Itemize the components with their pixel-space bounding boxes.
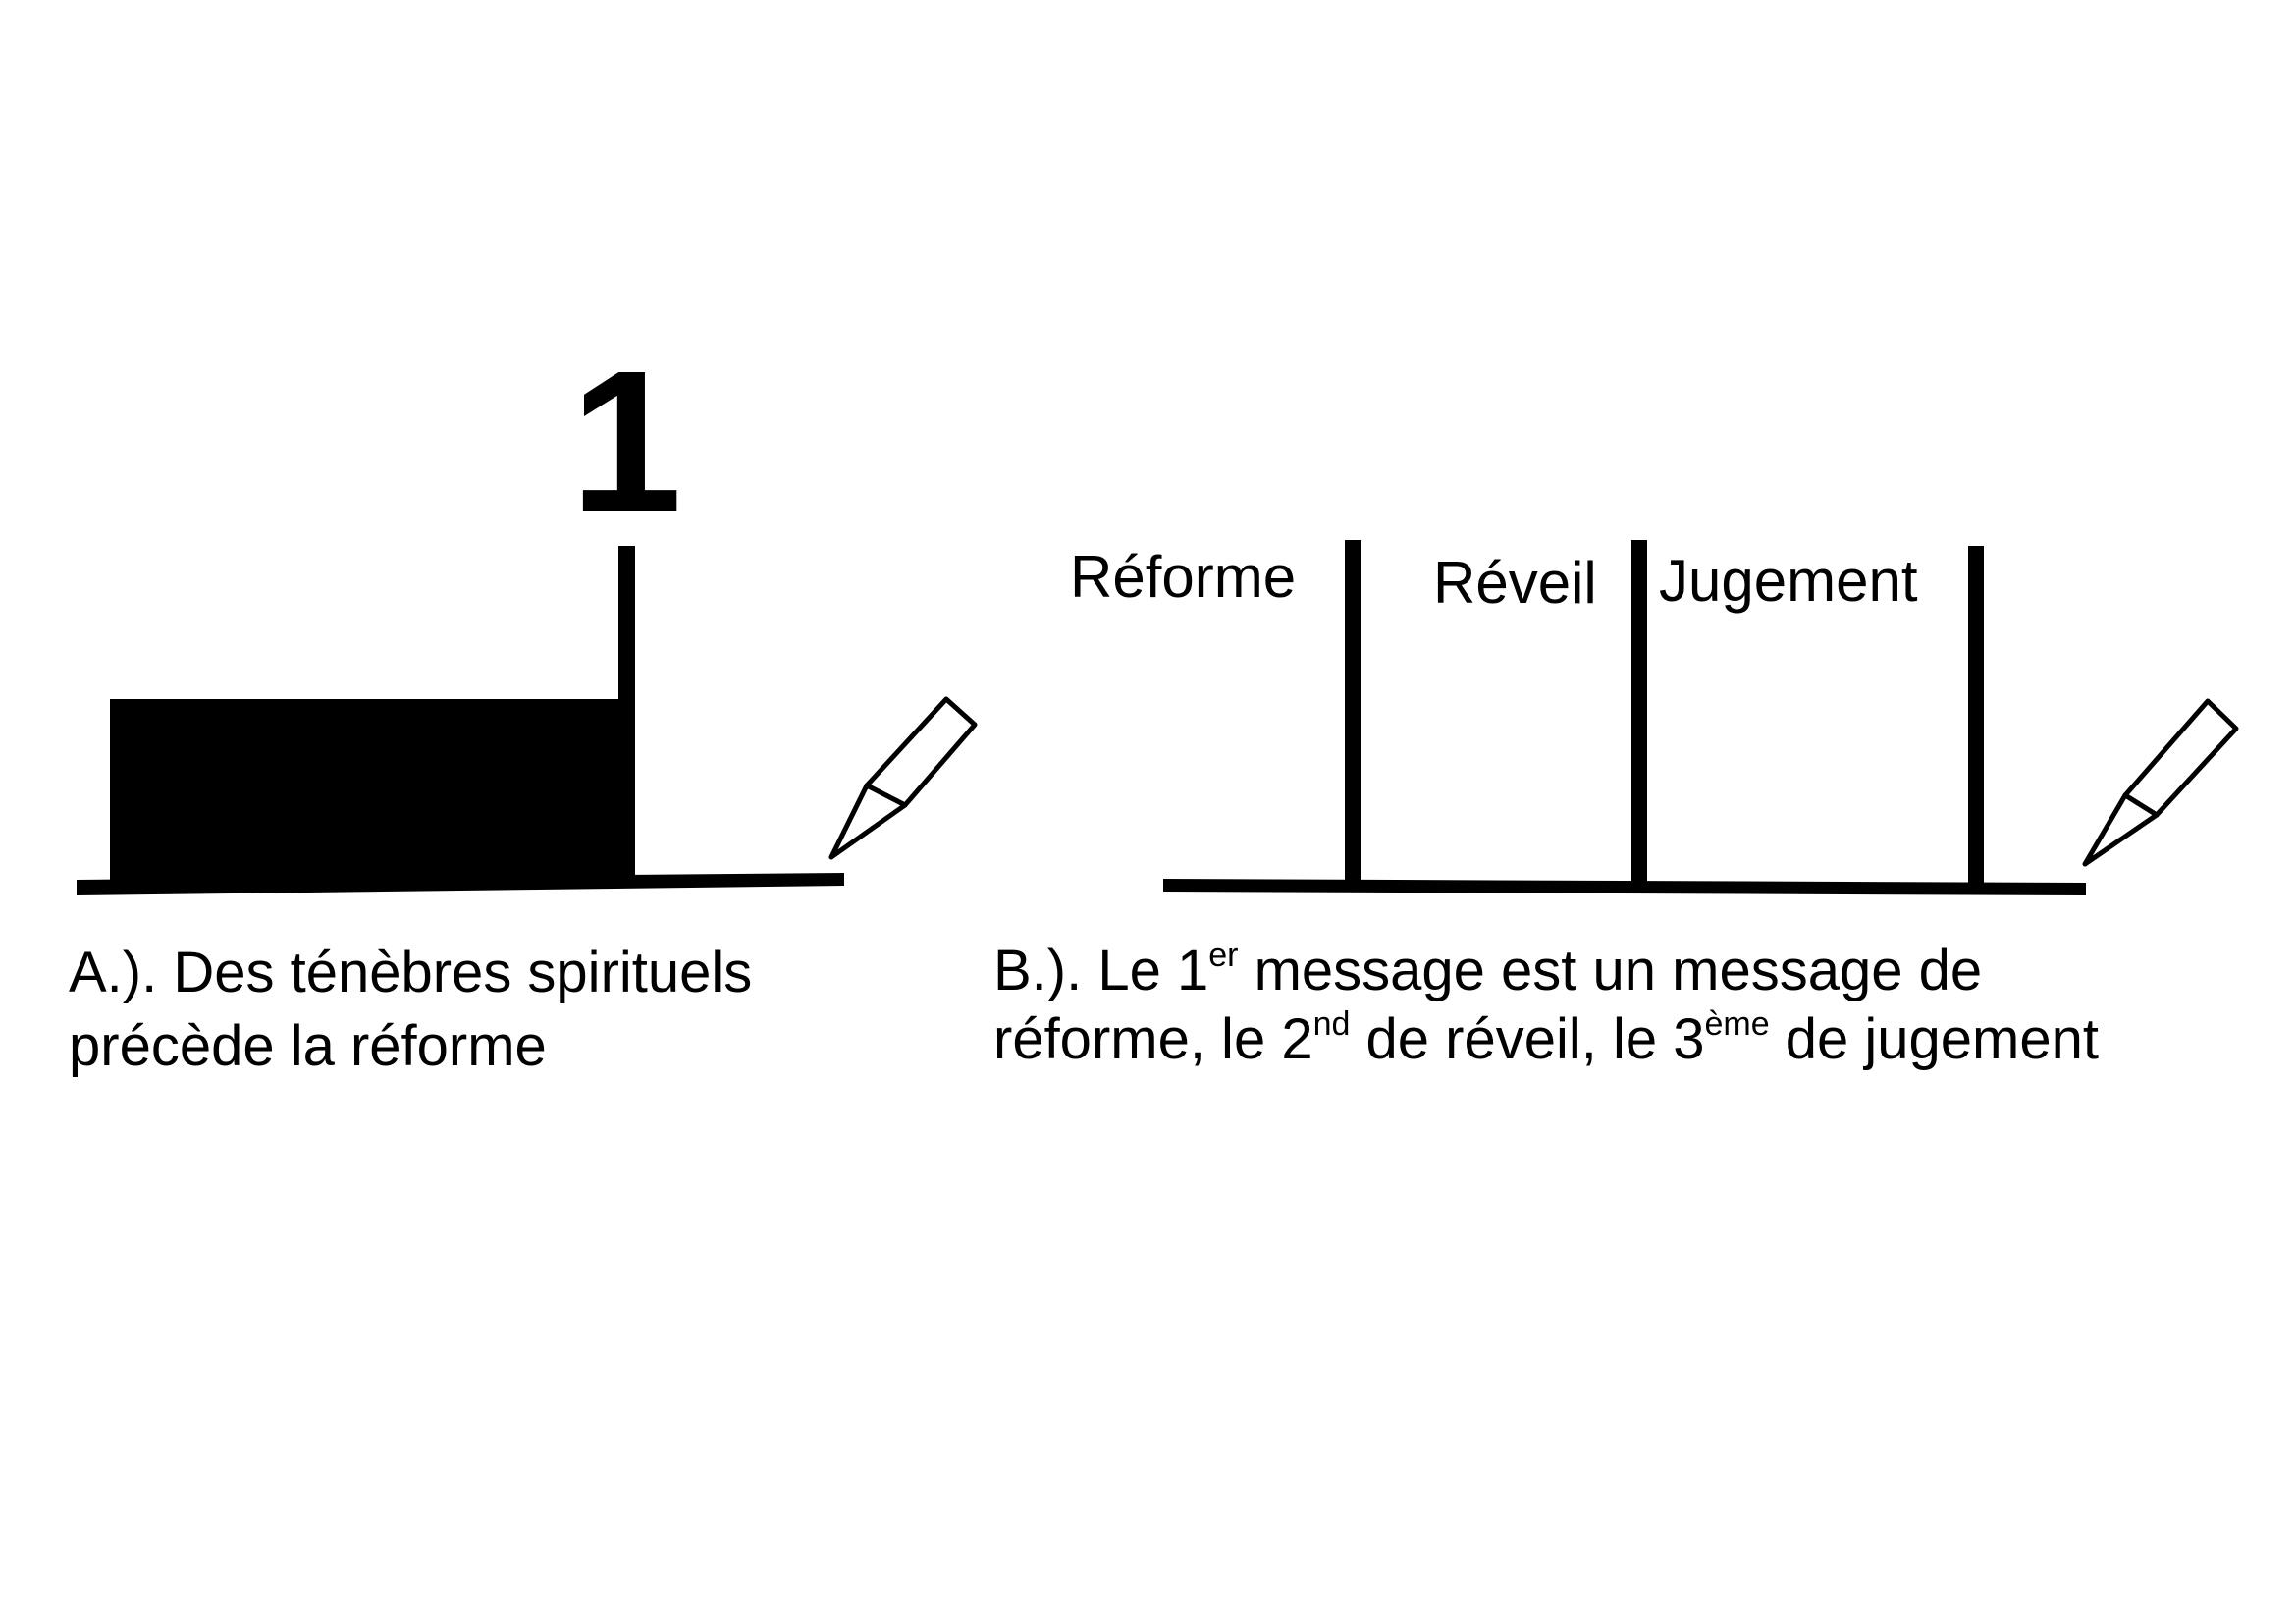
panel-b: Réforme Réveil Jugement B.). Le 1er mess… — [993, 540, 2239, 1071]
divider-reforme — [1345, 540, 1361, 886]
darkness-block — [110, 699, 623, 886]
panel-b-baseline — [1163, 879, 2086, 895]
panel-a-caption-line1: A.). Des ténèbres spirituels — [69, 941, 752, 1004]
panel-a: 1 A.). Des ténèbres spirituels précède l… — [69, 329, 978, 1078]
divider-jugement — [1968, 546, 1984, 886]
reform-marker-line — [618, 546, 635, 886]
period-label-reforme: Réforme — [1070, 544, 1296, 610]
panel-b-caption-line2: réforme, le 2nd de réveil, le 3ème de ju… — [993, 1005, 2099, 1071]
panel-a-caption-line2: précède la réforme — [69, 1014, 547, 1078]
pencil-icon — [2082, 698, 2239, 867]
period-label-reveil: Réveil — [1433, 550, 1597, 616]
panel-a-baseline — [77, 873, 844, 895]
divider-reveil — [1631, 540, 1647, 886]
panel-a-number: 1 — [570, 329, 682, 554]
period-label-jugement: Jugement — [1659, 548, 1918, 614]
panel-b-caption-line1: B.). Le 1er message est un message de — [993, 937, 1982, 1002]
pencil-icon — [828, 696, 978, 860]
